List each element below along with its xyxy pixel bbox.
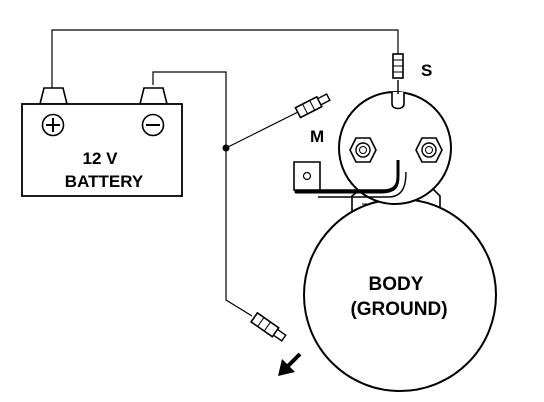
battery-name-label: BATTERY	[65, 172, 144, 191]
positive-lead-wire	[51, 29, 399, 88]
battery-voltage-label: 12 V	[83, 149, 119, 168]
s-terminal-clip	[392, 53, 404, 79]
hex-nut-icon	[415, 137, 443, 163]
arrow-down-left-icon	[278, 352, 302, 376]
negative-post	[138, 87, 169, 105]
ground-probe	[249, 311, 287, 342]
ground-probe-wire	[225, 148, 253, 317]
m-terminal-probe	[294, 93, 331, 119]
m-probe-wire	[225, 111, 299, 149]
s-terminal-tab	[391, 92, 405, 110]
wire-junction	[222, 144, 230, 152]
minus-in-circle-icon	[141, 113, 165, 137]
hex-nut-icon	[349, 137, 377, 163]
starter-body	[303, 198, 497, 392]
ground-label: (GROUND)	[350, 299, 447, 320]
s-terminal-label: S	[421, 61, 432, 80]
solenoid	[293, 80, 452, 205]
starter-motor: BODY (GROUND)	[303, 187, 497, 392]
m-terminal-label: M	[310, 127, 324, 146]
positive-post	[38, 87, 69, 105]
plus-in-circle-icon	[41, 113, 65, 137]
negative-lead-wire	[152, 71, 227, 148]
body-label: BODY	[369, 274, 424, 295]
battery: 12 V BATTERY	[21, 87, 183, 197]
